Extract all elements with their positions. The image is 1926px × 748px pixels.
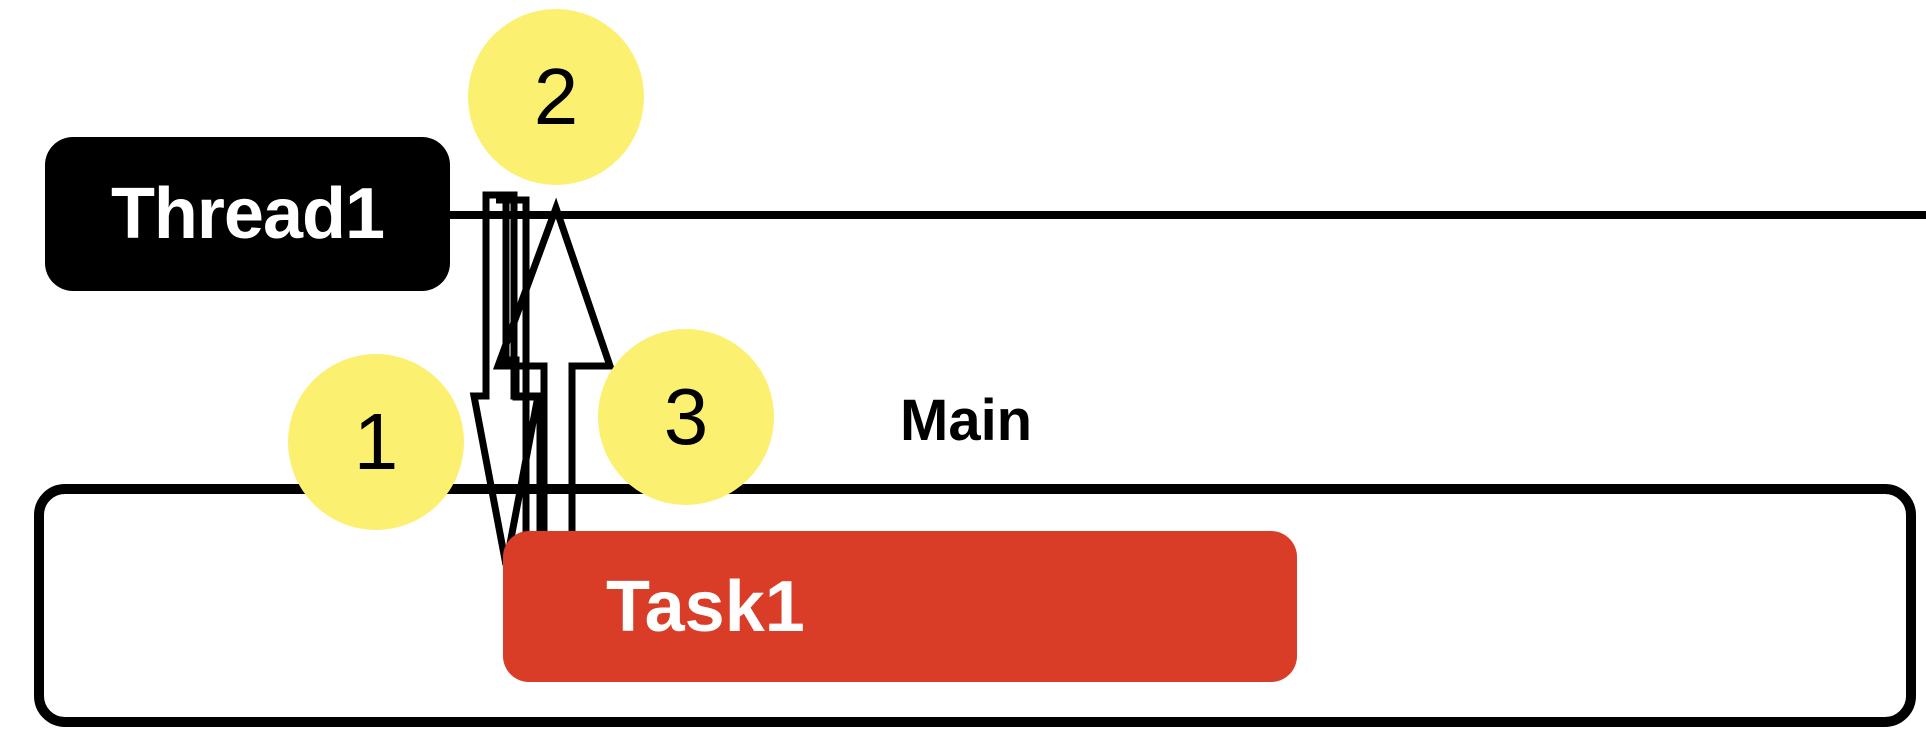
step-3-number: 3	[663, 372, 709, 461]
step-1-number: 1	[353, 397, 399, 486]
step-2-arrow	[496, 196, 544, 557]
main-label: Main	[900, 387, 1033, 453]
task1-label: Task1	[606, 566, 805, 647]
step-1-badge: 1	[288, 354, 464, 530]
step-3-arrow	[492, 197, 615, 557]
step-1-arrow	[469, 191, 543, 566]
step-3-badge: 3	[598, 329, 774, 505]
task1-box: Task1	[503, 531, 1297, 682]
main-container	[34, 484, 1916, 727]
thread1-label: Thread1	[45, 137, 450, 291]
step-2-number: 2	[533, 52, 579, 141]
step-2-badge: 2	[468, 9, 644, 185]
